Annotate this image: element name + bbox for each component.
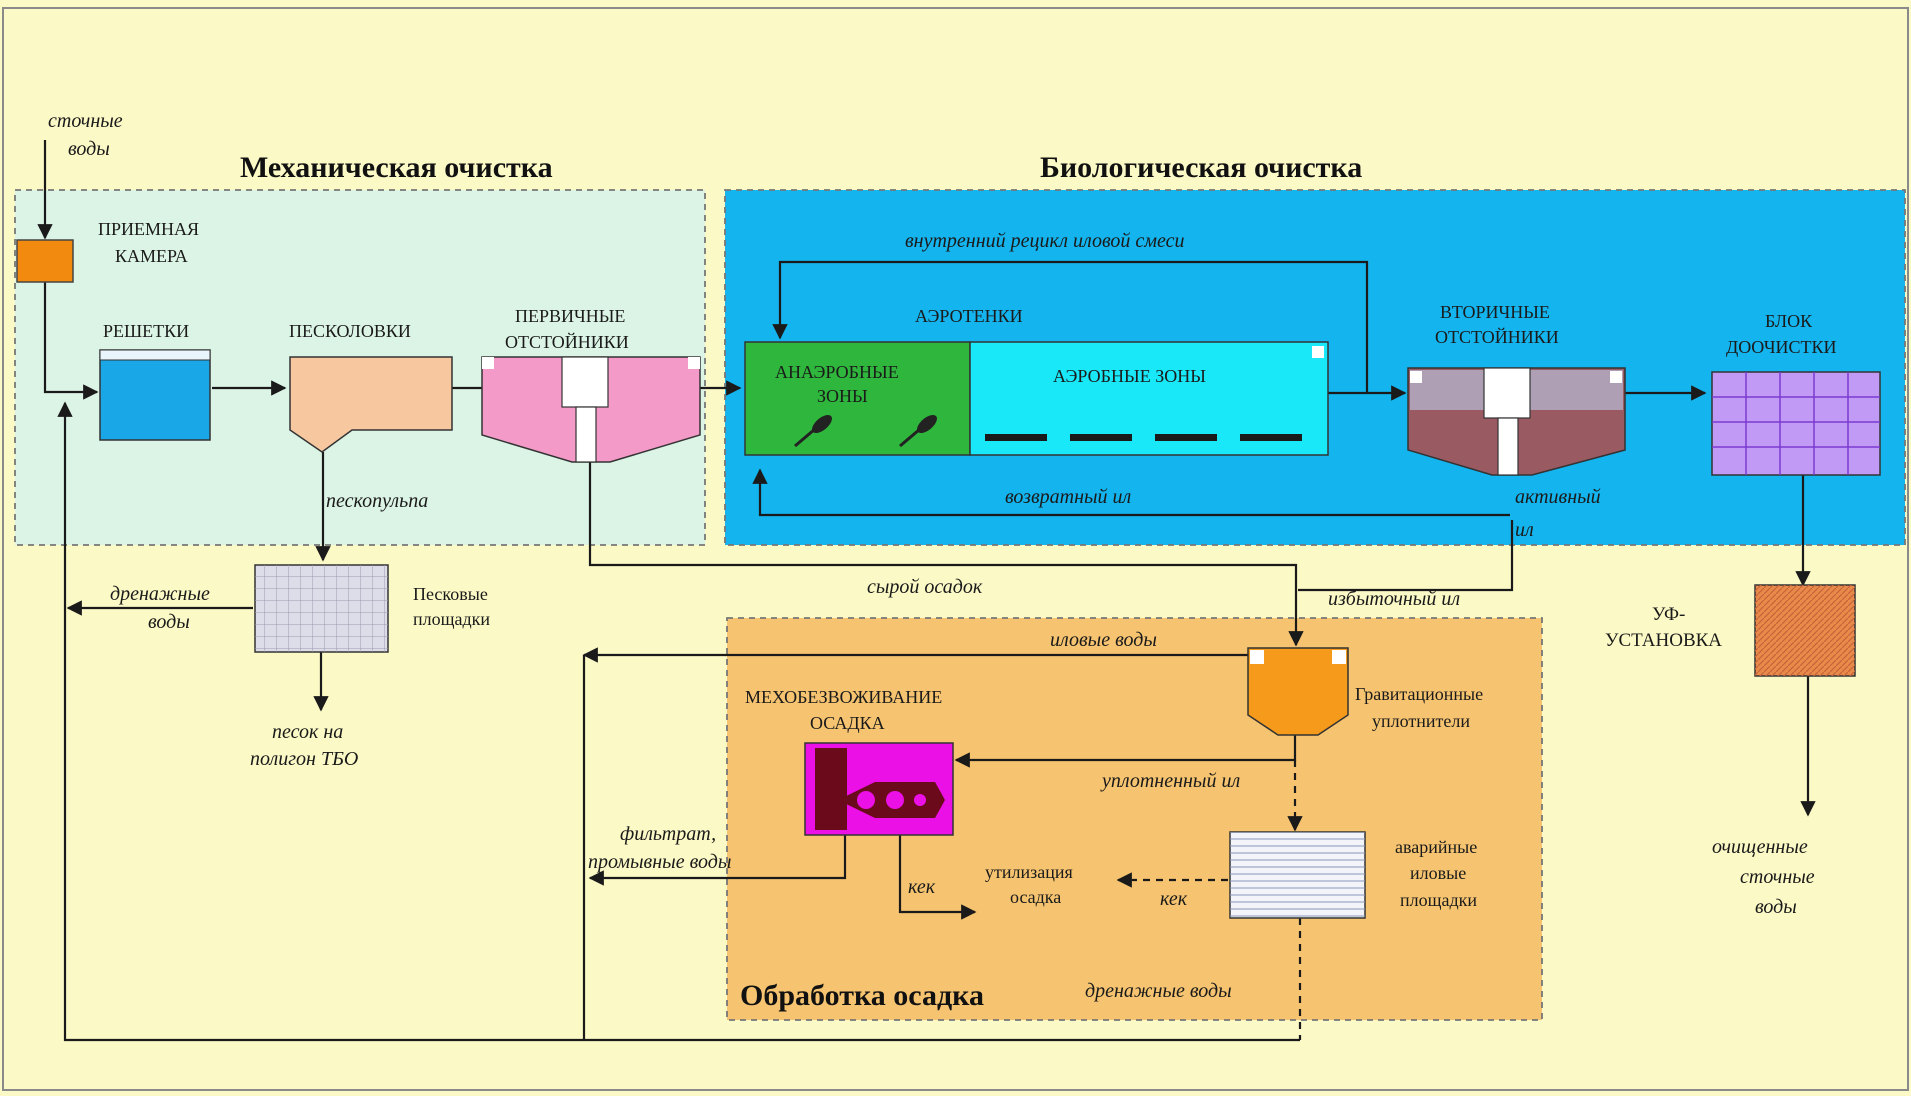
flow-label-wastewater-1: сточные bbox=[48, 110, 123, 132]
aerobic-zones-label: АЭРОБНЫЕ ЗОНЫ bbox=[1053, 366, 1206, 386]
aerator-icon bbox=[985, 434, 1302, 441]
receiving-chamber-label-1: ПРИЕМНАЯ bbox=[98, 219, 199, 239]
section-title-biological: Биологическая очистка bbox=[1040, 151, 1362, 184]
secondary-settlers-label-2: ОТСТОЙНИКИ bbox=[1435, 327, 1559, 347]
flow-label-filtrate-1: фильтрат, bbox=[620, 823, 716, 845]
sand-beds-label-1: Песковые bbox=[413, 584, 488, 604]
flow-label-sand-landfill-1: песок на bbox=[272, 721, 343, 743]
primary-settlers-label-2: ОТСТОЙНИКИ bbox=[505, 332, 629, 352]
gravity-thickener-shape bbox=[1247, 647, 1349, 736]
outer-frame bbox=[2, 7, 1909, 1091]
post-treatment-label-2: ДООЧИСТКИ bbox=[1726, 337, 1837, 357]
receiving-chamber-label-2: КАМЕРА bbox=[115, 246, 188, 266]
section-title-sludge: Обработка осадка bbox=[740, 979, 984, 1012]
flow-label-thickened-sludge: уплотненный ил bbox=[1100, 770, 1240, 792]
sand-beds-label-2: площадки bbox=[413, 609, 490, 629]
flow-label-cake-2: кек bbox=[1160, 888, 1188, 910]
receiving-chamber-box bbox=[16, 239, 74, 283]
flow-label-treated-1: очищенные bbox=[1712, 836, 1808, 858]
screens-label: РЕШЕТКИ bbox=[103, 321, 189, 341]
mech-dewatering-label-2: ОСАДКА bbox=[810, 713, 885, 733]
mixer-icon bbox=[899, 415, 937, 448]
post-treatment-label-1: БЛОК bbox=[1765, 311, 1813, 331]
utilization-label-1: утилизация bbox=[985, 862, 1073, 882]
sand-traps-label: ПЕСКОЛОВКИ bbox=[289, 321, 411, 341]
anaerobic-zones-label-1: АНАЭРОБНЫЕ bbox=[775, 362, 899, 382]
gravity-thickeners-label-1: Гравитационные bbox=[1355, 684, 1483, 704]
screens-box bbox=[99, 349, 211, 441]
flow-label-drainage-bottom: дренажные воды bbox=[1085, 980, 1232, 1002]
flow-label-sand-pulp: пескопульпа bbox=[326, 490, 428, 512]
emergency-beds-label-3: площадки bbox=[1400, 890, 1477, 910]
sand-traps-shape bbox=[289, 356, 453, 453]
flow-label-cake-1: кек bbox=[908, 876, 936, 898]
flow-label-sand-landfill-2: полигон ТБО bbox=[250, 748, 358, 770]
flow-label-active-sludge-1: активный bbox=[1515, 486, 1601, 508]
flow-label-wastewater-2: воды bbox=[68, 138, 110, 160]
flow-label-filtrate-2: промывные воды bbox=[588, 851, 731, 873]
aerotanks-label: АЭРОТЕНКИ bbox=[915, 306, 1023, 326]
flow-label-excess-sludge: избыточный ил bbox=[1328, 588, 1460, 610]
flow-label-drainage-left-1: дренажные bbox=[110, 583, 210, 605]
mech-dewatering-label-1: МЕХОБЕЗВОЖИВАНИЕ bbox=[745, 687, 942, 707]
flow-label-internal-recycle: внутренний рецикл иловой смеси bbox=[905, 230, 1185, 252]
uv-unit-label-2: УСТАНОВКА bbox=[1605, 630, 1722, 651]
flow-label-return-sludge: возвратный ил bbox=[1005, 486, 1132, 508]
section-title-mechanical: Механическая очистка bbox=[240, 151, 553, 184]
flow-label-drainage-left-2: воды bbox=[148, 611, 190, 633]
mixer-icon bbox=[794, 415, 832, 448]
flow-label-active-sludge-2: ил bbox=[1515, 519, 1534, 541]
utilization-label-2: осадка bbox=[1010, 887, 1061, 907]
primary-settlers-label-1: ПЕРВИЧНЫЕ bbox=[515, 306, 625, 326]
secondary-settlers-label-1: ВТОРИЧНЫЕ bbox=[1440, 302, 1550, 322]
flow-label-raw-sludge: сырой осадок bbox=[867, 576, 983, 598]
flow-label-sludge-water: иловые воды bbox=[1050, 629, 1157, 651]
anaerobic-zones-label-2: ЗОНЫ bbox=[817, 386, 868, 406]
post-treatment-box bbox=[1711, 371, 1881, 476]
flow-label-treated-3: воды bbox=[1755, 896, 1797, 918]
uv-unit-label-1: УФ- bbox=[1652, 604, 1685, 625]
gravity-thickeners-label-2: уплотнители bbox=[1372, 711, 1470, 731]
emergency-beds-label-2: иловые bbox=[1410, 863, 1466, 883]
flow-label-treated-2: сточные bbox=[1740, 866, 1815, 888]
emergency-beds-label-1: аварийные bbox=[1395, 837, 1477, 857]
